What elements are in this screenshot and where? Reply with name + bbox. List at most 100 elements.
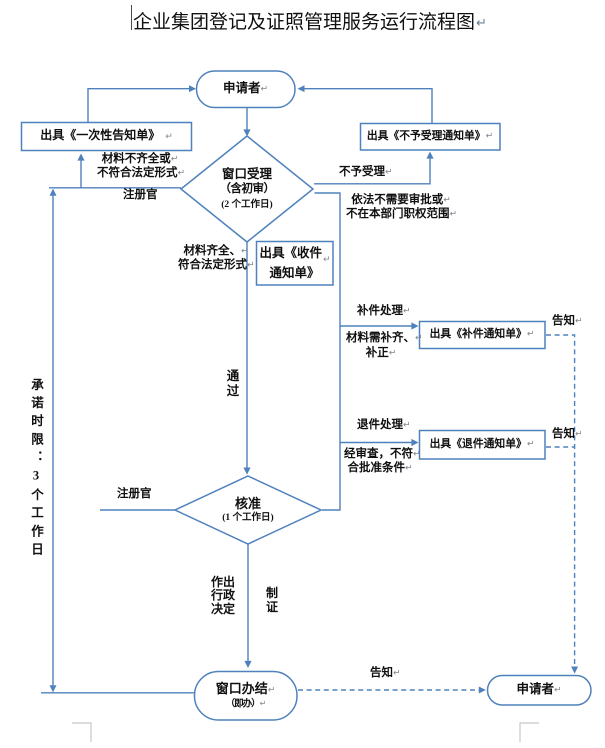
paragraph-mark: ↵: [403, 306, 411, 317]
arrowhead: [571, 666, 579, 674]
label-return-reason[interactable]: 经审查，不符↵ 合批准条件↵: [344, 448, 421, 476]
label-supplement-reason[interactable]: 材料需补齐、↵ 补正↵: [346, 331, 423, 360]
node-window-complete-title: 窗口办结: [215, 680, 268, 696]
paragraph-mark: ↵: [449, 209, 458, 220]
label-registrar-top[interactable]: 注册官: [123, 189, 158, 203]
arrowhead: [243, 467, 251, 475]
paragraph-mark: ↵: [553, 685, 562, 696]
paragraph-mark: ↵: [443, 195, 451, 206]
label-pass[interactable]: 通过: [226, 369, 240, 398]
node-onetime-notice[interactable]: 出具《一次性告知单》↵: [21, 122, 192, 151]
label-notify-complete[interactable]: 告知↵: [370, 667, 401, 681]
label-no-need-approval[interactable]: 依法不需要审批或↵ 不在本部门职权范围↵: [346, 194, 458, 222]
node-receipt-notice-shape[interactable]: [255, 240, 334, 286]
label-supplement-process[interactable]: 补件处理↵: [357, 305, 411, 319]
label-line: 注册官: [117, 488, 152, 500]
label-line: 经审查，不符: [344, 448, 413, 460]
node-approve-title: 核准: [234, 496, 261, 511]
node-window-accept-subtitle: （含初审）: [219, 183, 276, 195]
node-applicant-top-shape[interactable]: [195, 70, 296, 109]
node-approve-shape[interactable]: [173, 475, 323, 545]
arrowhead: [243, 129, 251, 137]
node-window-accept[interactable]: 窗口受理 （含初审） (2 个工作日): [181, 136, 313, 242]
label-line: 补正: [365, 346, 389, 359]
node-approve[interactable]: 核准 (1 个工作日): [175, 476, 321, 544]
node-return-notice[interactable]: 出具《退件通知单》↵: [419, 430, 545, 459]
node-window-complete-shape[interactable]: [193, 670, 298, 721]
paragraph-mark: ↵: [388, 348, 397, 358]
arrowhead: [478, 686, 486, 694]
arrowhead: [426, 151, 434, 159]
paragraph-mark: ↵: [404, 463, 413, 474]
node-return-notice-label: 出具《退件通知单》: [429, 438, 527, 451]
node-onetime-notice-shape[interactable]: [20, 121, 193, 152]
paragraph-mark: ↵: [322, 255, 331, 266]
label-registrar-bottom[interactable]: 注册官: [117, 488, 152, 502]
label-line: 补件处理: [357, 305, 403, 317]
label-promise-time-limit[interactable]: 承诺时限：3个工作日: [29, 378, 43, 561]
node-applicant-bottom[interactable]: 申请者↵: [487, 675, 591, 705]
paragraph-mark: ↵: [393, 668, 401, 679]
text-cursor[interactable]: [130, 5, 132, 30]
edge-window-to-notaccept[interactable]: [314, 158, 431, 185]
node-receipt-notice-line2: 通知单》: [269, 266, 320, 281]
node-supplement-notice-label: 出具《补件通知单》: [429, 328, 527, 341]
arrowhead: [77, 153, 85, 161]
label-line: 材料不齐全或: [101, 153, 171, 165]
label-line: 不予受理: [339, 165, 385, 178]
arrowhead: [49, 685, 57, 693]
node-applicant-bottom-shape[interactable]: [486, 674, 592, 706]
node-applicant-top[interactable]: 申请者↵: [196, 71, 295, 108]
paragraph-mark: ↵: [267, 685, 276, 695]
edge-window-to-approve-right[interactable]: [314, 192, 341, 511]
paragraph-mark: ↵: [260, 84, 269, 95]
node-window-complete-subtitle: （即办）: [225, 699, 261, 710]
label-make-certificate[interactable]: 制证: [265, 586, 278, 614]
label-line: 合批准条件: [347, 462, 405, 474]
page-corner-mark-right: [519, 722, 539, 742]
label-line: 材料需补齐、: [346, 332, 415, 344]
node-return-notice-shape[interactable]: [418, 429, 546, 460]
arrowhead: [49, 188, 57, 196]
node-notaccept-notice-shape[interactable]: [359, 122, 501, 151]
paragraph-mark: ↵: [575, 316, 583, 327]
paragraph-mark: ↵: [170, 154, 179, 165]
label-line: 告知: [552, 428, 575, 440]
paragraph-mark: ↵: [403, 420, 411, 431]
node-window-accept-shape[interactable]: [179, 135, 315, 243]
node-notaccept-notice-label: 出具《不予受理通知单》: [366, 130, 486, 143]
label-not-accepted[interactable]: 不予受理↵: [339, 166, 393, 180]
node-window-complete[interactable]: 窗口办结↵ （即办）↵: [194, 671, 297, 720]
label-notify-return[interactable]: 告知↵: [552, 428, 583, 442]
label-return-process[interactable]: 退件处理↵: [357, 419, 411, 433]
page-corner-mark-left: [72, 722, 92, 742]
paragraph-mark: ↵: [526, 329, 535, 340]
label-line: 注册官: [123, 189, 158, 201]
edge-onetime-to-applicant[interactable]: [87, 88, 189, 122]
node-notaccept-notice[interactable]: 出具《不予受理通知单》↵: [360, 123, 500, 150]
label-materials-complete[interactable]: 材料齐全、↵ 符合法定形式↵: [178, 245, 255, 273]
label-make-decision[interactable]: 作出行政决定: [210, 574, 235, 616]
label-line: 不符合法定形式: [97, 167, 178, 179]
page-title-text: 企业集团登记及证照管理服务运行流程图: [133, 12, 476, 33]
node-supplement-notice[interactable]: 出具《补件通知单》↵: [419, 321, 545, 348]
page-title[interactable]: 企业集团登记及证照管理服务运行流程图↵: [133, 7, 487, 34]
edge-supplement-notify-dashed[interactable]: [546, 334, 576, 666]
paragraph-mark: ↵: [385, 167, 393, 177]
node-window-accept-title: 窗口受理: [221, 167, 272, 181]
label-line: 不在本部门职权范围: [346, 208, 450, 220]
node-applicant-top-label: 申请者: [222, 81, 261, 96]
edge-notaccept-to-applicant[interactable]: [304, 88, 433, 123]
paragraph-mark: ↵: [575, 429, 583, 440]
label-notify-supplement[interactable]: 告知↵: [552, 315, 583, 329]
label-line: 符合法定形式: [178, 258, 247, 271]
arrowhead: [411, 322, 419, 330]
label-line: 退件处理: [357, 419, 403, 431]
label-line: 告知: [370, 667, 393, 679]
label-materials-incomplete[interactable]: 材料不齐全或↵ 不符合法定形式↵: [97, 153, 185, 181]
node-supplement-notice-shape[interactable]: [418, 320, 546, 350]
paragraph-mark: ↵: [240, 246, 249, 256]
paragraph-mark: ↵: [247, 260, 255, 270]
node-receipt-notice[interactable]: 出具《收件↵ 通知单》: [256, 241, 333, 285]
